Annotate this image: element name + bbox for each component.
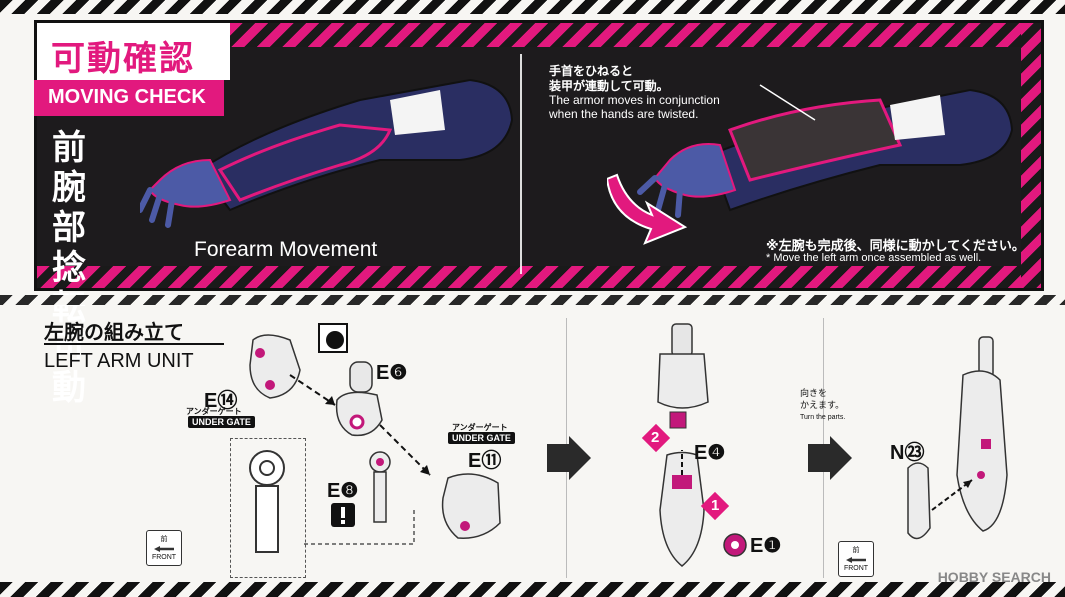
forearm-illustration-right bbox=[637, 84, 1014, 218]
under-gate-en-2: UNDER GATE bbox=[448, 432, 515, 444]
panel-divider bbox=[520, 54, 522, 274]
turn-note-en: Turn the parts. bbox=[800, 414, 846, 421]
part-n23-label: N㉓ bbox=[890, 442, 925, 464]
part-e6-label: E❻ bbox=[376, 362, 408, 384]
panel-top-stripe bbox=[230, 23, 1041, 47]
turn-note-jp: 向きを かえます。 bbox=[800, 389, 845, 411]
section-separator-stripe bbox=[0, 295, 1065, 305]
part-e8-label: E❽ bbox=[327, 480, 359, 502]
front-orientation-icon-1: 前 FRONT bbox=[146, 530, 182, 566]
forearm-illustration-left bbox=[140, 78, 514, 228]
part-n23-shape bbox=[907, 462, 931, 540]
part-e1-shape bbox=[723, 533, 747, 557]
detail-part-shape bbox=[249, 450, 285, 553]
twist-arrow-icon bbox=[607, 173, 688, 245]
front-jp-1: 前 bbox=[160, 536, 168, 543]
panel-bottom-stripe bbox=[37, 266, 1041, 288]
assembly-arrows bbox=[289, 374, 431, 476]
under-gate-jp-2: アンダーゲート bbox=[452, 423, 508, 432]
left-arm-title-jp: 左腕の組み立て bbox=[44, 320, 184, 344]
detail-connector-line bbox=[304, 508, 415, 545]
forearm-title-jp-text: 前腕部捻転可動 bbox=[52, 128, 86, 408]
bottom-hazard-stripe bbox=[0, 582, 1065, 597]
part-e11-shape bbox=[441, 473, 501, 539]
watermark: HOBBY SEARCH bbox=[937, 569, 1051, 585]
part-e11-label: E⑪ bbox=[468, 450, 502, 472]
assembled-forearm-shape bbox=[956, 336, 1008, 532]
n23-arrow bbox=[931, 479, 973, 511]
forearm-title-jp: 前腕部捻転可動 bbox=[52, 128, 192, 408]
step-2-number: 2 bbox=[651, 429, 660, 446]
upper-arm-part-shape bbox=[657, 323, 709, 409]
sticker-dot-icon bbox=[318, 323, 348, 353]
step-arrow-1-icon bbox=[547, 436, 591, 480]
front-en-2: FRONT bbox=[843, 565, 869, 572]
twist-note-en: The armor moves in conjunction when the … bbox=[549, 93, 720, 121]
step-arrow-2-icon bbox=[808, 436, 852, 480]
step-1-number: 1 bbox=[711, 497, 720, 514]
moving-check-title-jp: 可動確認 bbox=[34, 20, 230, 80]
left-arm-title-underline bbox=[44, 343, 224, 345]
left-arm-note-en: * Move the left arm once assembled as we… bbox=[766, 252, 982, 264]
front-en-1: FRONT bbox=[151, 554, 177, 561]
front-orientation-icon-2: 前 FRONT bbox=[838, 541, 874, 577]
under-gate-jp-1: アンダーゲート bbox=[186, 407, 242, 416]
front-arrow-2 bbox=[846, 557, 866, 563]
part-e1-label: E❶ bbox=[750, 535, 782, 557]
front-arrow-1 bbox=[154, 546, 174, 552]
left-arm-note-jp: ※左腕も完成後、同様に動かしてください。 bbox=[766, 239, 1025, 254]
left-arm-title-en: LEFT ARM UNIT bbox=[44, 350, 194, 372]
front-jp-2: 前 bbox=[852, 547, 860, 554]
part-e14-shape bbox=[249, 334, 301, 399]
twist-note-jp: 手首をひねると 装甲が連動して可動。 bbox=[549, 64, 669, 93]
forearm-part-e4-shape bbox=[659, 450, 705, 567]
under-gate-en-1: UNDER GATE bbox=[188, 416, 255, 428]
panel-right-stripe bbox=[1021, 23, 1041, 288]
caution-icon bbox=[331, 503, 355, 527]
part-e4-label: E❹ bbox=[694, 442, 726, 464]
part-e14-label: E⑭ bbox=[204, 390, 238, 412]
joint-pin-shape bbox=[669, 411, 687, 429]
forearm-title-en: Forearm Movement bbox=[194, 238, 378, 261]
part-e8-shape bbox=[369, 451, 391, 523]
detail-callout-box bbox=[230, 438, 306, 578]
part-e6-shape bbox=[335, 361, 383, 437]
top-hazard-stripe bbox=[0, 0, 1065, 14]
moving-check-title-en: MOVING CHECK bbox=[34, 80, 224, 116]
